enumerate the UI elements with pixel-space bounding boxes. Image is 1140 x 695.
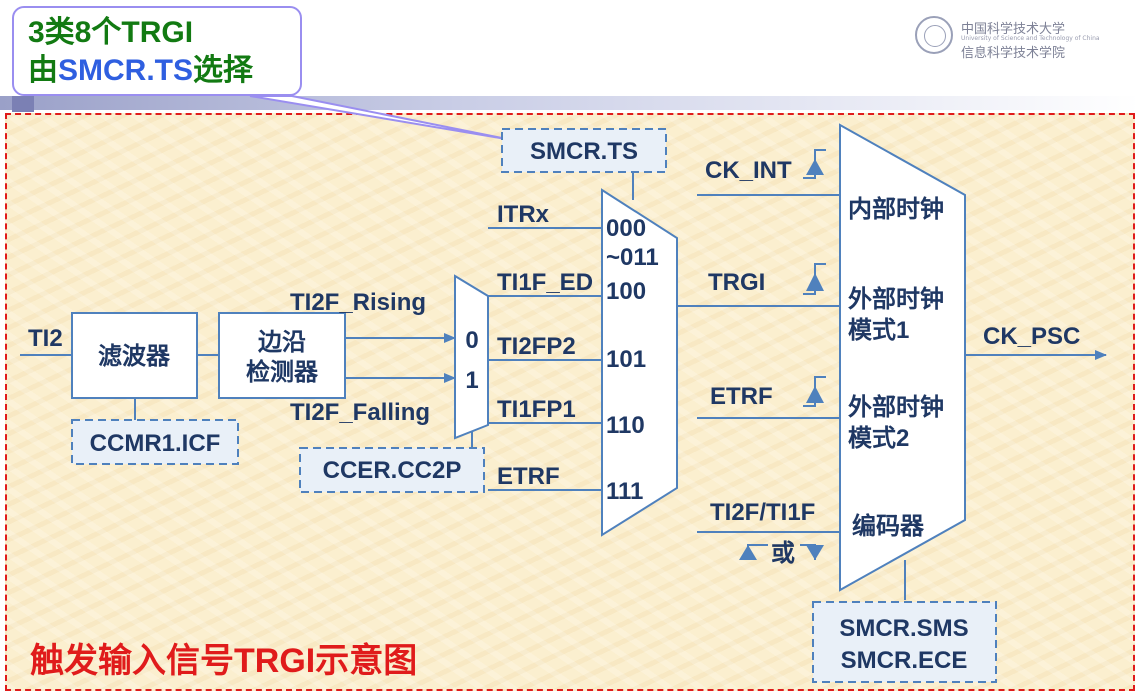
figure-caption: 触发输入信号TRGI示意图 <box>30 642 418 680</box>
code-100: 100 <box>606 278 646 305</box>
ccer-box <box>299 447 485 493</box>
ti2f-ti1f-label: TI2F/TI1F <box>710 499 815 526</box>
rising-label: TI2F_Rising <box>290 289 426 316</box>
source-ti2fp2: TI2FP2 <box>497 333 576 360</box>
smcr-ts-box <box>501 128 667 173</box>
mode-internal-label: 内部时钟 <box>848 195 944 223</box>
callout-line-2: 由SMCR.TS选择 <box>28 52 286 90</box>
or-label: 或 <box>771 540 795 567</box>
source-etrf: ETRF <box>497 463 560 490</box>
callout-box: 3类8个TRGI 由SMCR.TS选择 <box>12 6 302 96</box>
smcr-sms-label: SMCR.SMS <box>839 615 968 642</box>
title-bar-marker <box>12 96 34 112</box>
edge-detector-label-1: 边沿 <box>258 329 306 356</box>
code-110: 110 <box>606 412 645 439</box>
clock-mode-mux <box>839 123 966 592</box>
mux-select-1: 1 <box>465 367 478 394</box>
code-101: 101 <box>606 346 646 373</box>
callout-pointer <box>249 95 513 141</box>
smcr-ece-label: SMCR.ECE <box>841 647 968 674</box>
mode-ext1-label-2: 模式1 <box>848 317 909 344</box>
callout-prefix: 由 <box>28 54 58 87</box>
edge-detector-box <box>218 312 346 399</box>
ccmr1-label: CCMR1.ICF <box>90 430 221 457</box>
edge-select-mux <box>454 274 489 440</box>
filter-label: 滤波器 <box>98 343 171 370</box>
edge-detector-label-2: 检测器 <box>246 358 319 386</box>
ccer-label: CCER.CC2P <box>323 457 462 484</box>
university-logo: 中国科学技术大学 University of Science and Techn… <box>915 16 1100 61</box>
logo-name-cn: 中国科学技术大学 <box>961 22 1066 37</box>
ccmr1-box <box>71 419 239 465</box>
mode-ext1-label-1: 外部时钟 <box>848 285 944 313</box>
university-seal-icon <box>915 16 953 54</box>
logo-school: 信息科学技术学院 <box>961 46 1066 61</box>
logo-name-en: University of Science and Technology of … <box>961 35 1100 42</box>
edge-arrowheads <box>739 159 824 560</box>
smcr-sms-box <box>812 601 997 683</box>
source-ti1f-ed: TI1F_ED <box>497 269 593 296</box>
source-itrx: ITRx <box>497 201 550 228</box>
code-000: 000 <box>606 215 646 242</box>
callout-suffix: 选择 <box>193 54 253 87</box>
encoder-label: 编码器 <box>852 512 925 540</box>
code-111: 111 <box>606 478 643 505</box>
filter-box <box>71 312 198 399</box>
callout-line-1: 3类8个TRGI <box>28 16 194 49</box>
smcr-ts-label: SMCR.TS <box>530 138 638 165</box>
source-ti1fp1: TI1FP1 <box>497 396 576 423</box>
ck-psc-label: CK_PSC <box>983 323 1080 350</box>
trgi-select-mux <box>601 188 678 537</box>
mode-ext2-label-1: 外部时钟 <box>848 393 944 421</box>
mode-ext2-label-2: 模式2 <box>848 425 909 452</box>
etrf-out-label: ETRF <box>710 383 773 410</box>
ck-int-label: CK_INT <box>705 157 792 184</box>
mux-select-0: 0 <box>465 327 478 354</box>
falling-label: TI2F_Falling <box>290 399 430 426</box>
trgi-label: TRGI <box>708 269 765 296</box>
code-011: ~011 <box>606 244 659 271</box>
ti2-label: TI2 <box>28 325 63 352</box>
callout-register: SMCR.TS <box>58 54 193 87</box>
